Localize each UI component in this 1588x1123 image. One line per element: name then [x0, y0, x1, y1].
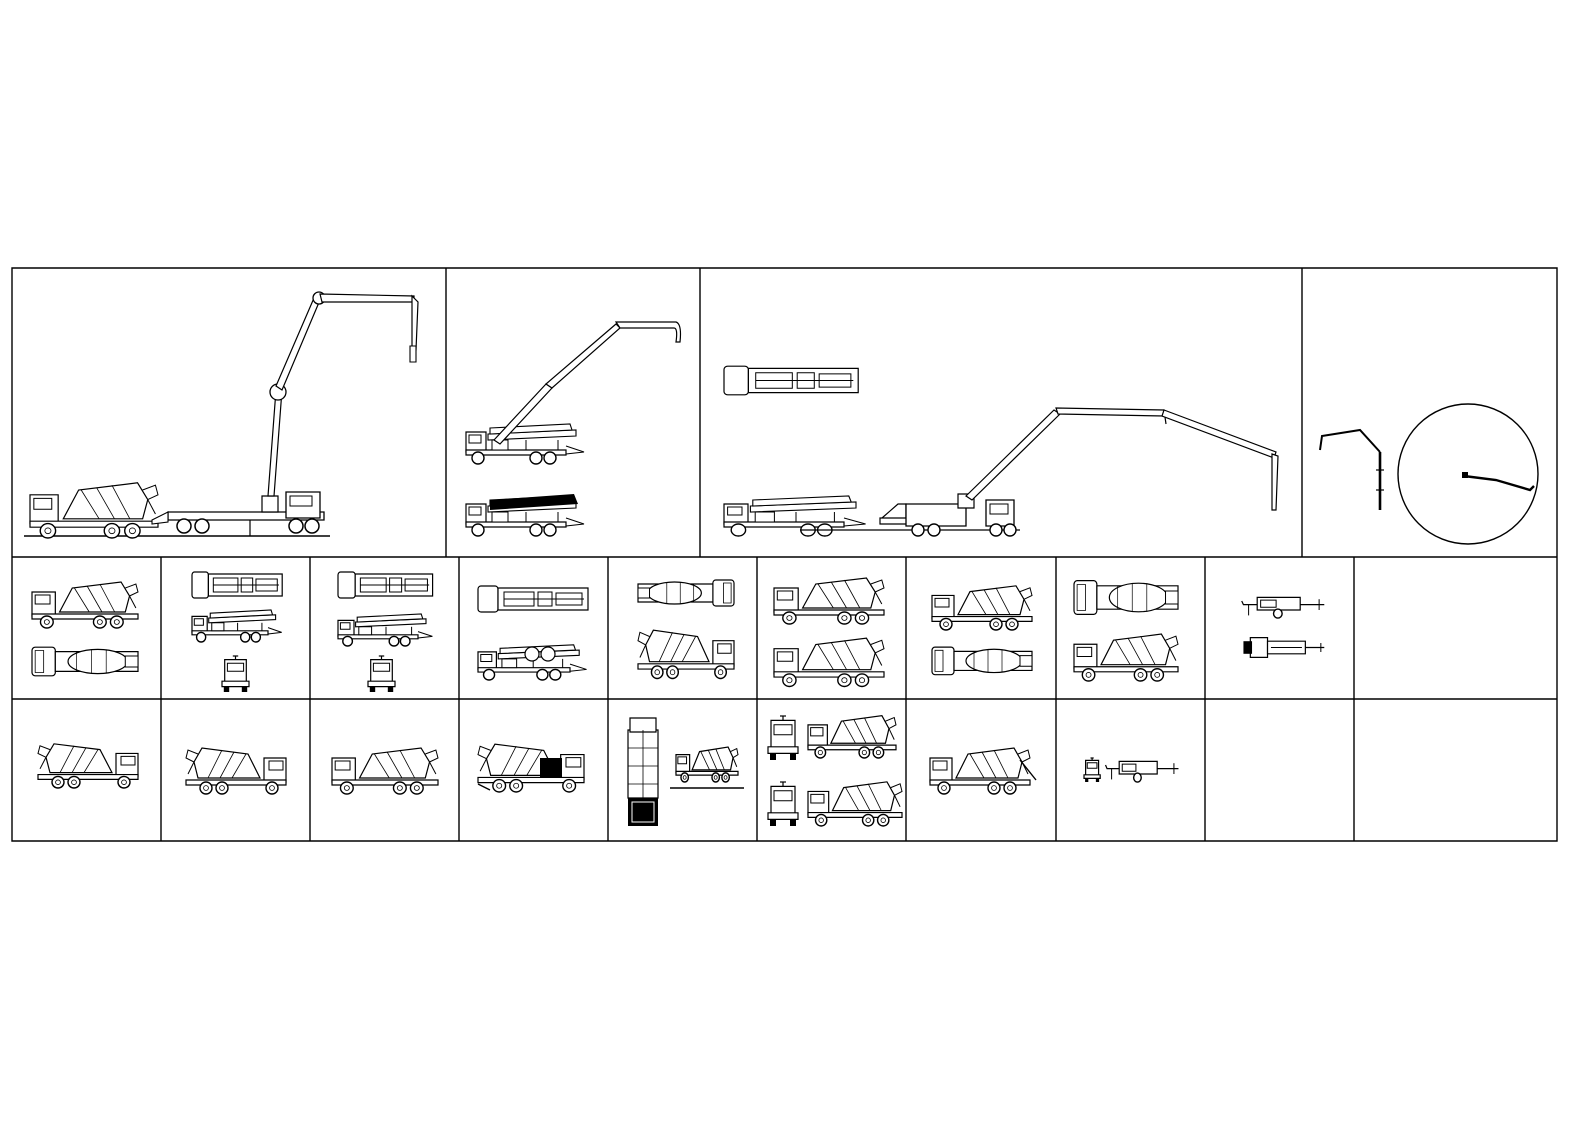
pump-truck-icon: [477, 585, 589, 681]
mixer-truck-icon: [773, 577, 885, 688]
mixer-truck-icon: [477, 743, 585, 793]
pump-truck-icon: [337, 571, 434, 693]
pump-truck-icon: [191, 571, 283, 693]
mixer-truck-icon: [637, 579, 735, 680]
mixer-truck-icon: [931, 585, 1033, 676]
mixer-truck-icon: [628, 718, 744, 826]
trailer-pump-icon: [1241, 596, 1325, 658]
boom-reach-circle-icon: [1320, 404, 1538, 544]
trailer-pump-icon: [1083, 757, 1180, 783]
mixer-truck-icon: [37, 743, 139, 789]
sheet-frame: [12, 268, 1557, 841]
mixer-truck-icon: [185, 747, 287, 795]
mixer-truck-icon: [767, 715, 903, 827]
boom-pump-and-mixer-side-view-icon: [24, 292, 418, 539]
long-boom-pump-views-icon: [723, 365, 1278, 537]
mixer-truck-icon: [331, 747, 439, 795]
mixer-truck-icon: [31, 581, 139, 677]
boom-pump-side-view-icon: [465, 322, 681, 537]
mixer-truck-icon: [929, 747, 1036, 795]
mixer-truck-icon: [1073, 579, 1179, 682]
